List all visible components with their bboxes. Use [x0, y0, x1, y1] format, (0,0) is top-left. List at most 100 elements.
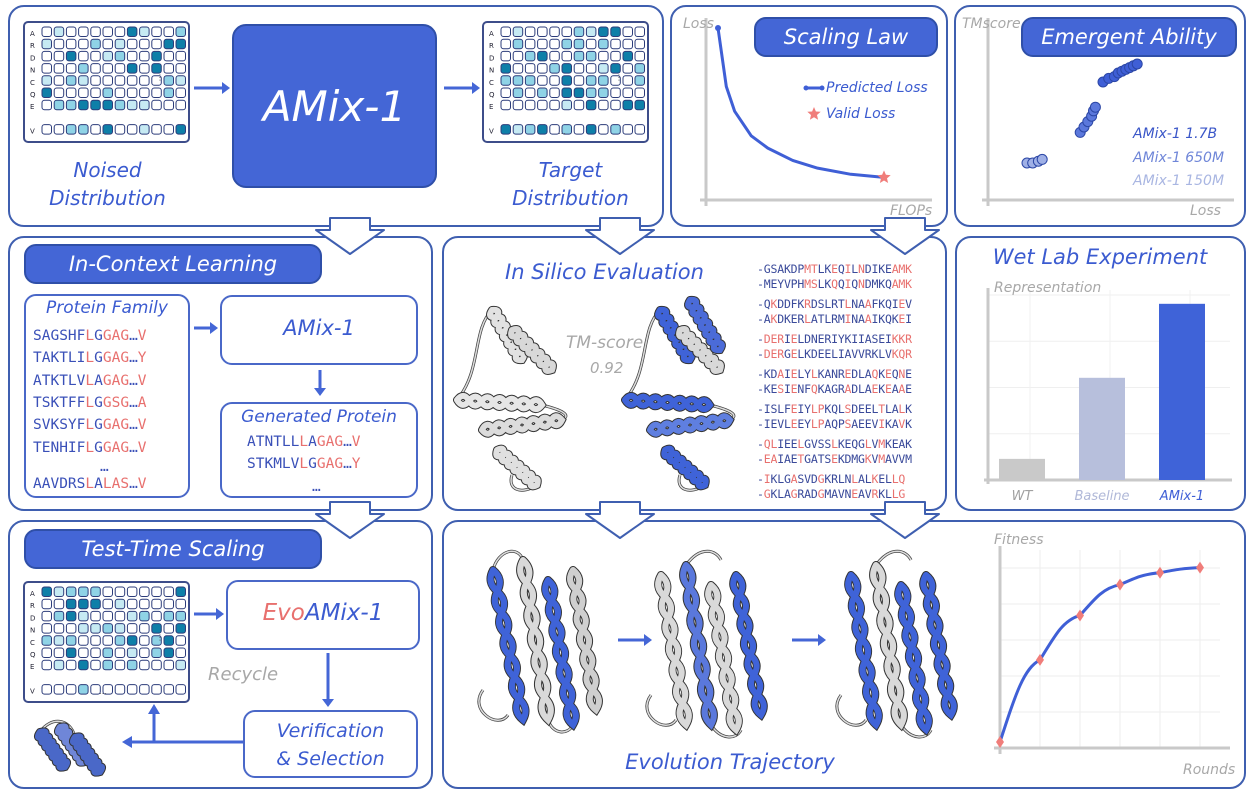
msa-grid-tts: ARDNCQEV⋮… — [23, 581, 190, 703]
msa-cell — [90, 586, 101, 597]
msa-cell — [524, 38, 536, 50]
msa-cell — [78, 50, 89, 62]
alignment-line: -QLIEELGVSSLKEQGLVMKEAK — [757, 437, 912, 451]
msa-cell — [549, 38, 560, 50]
msa-cell — [78, 26, 89, 37]
msa-cell — [175, 610, 186, 622]
legend-star-swatch — [807, 107, 821, 120]
emergent-point — [1089, 101, 1101, 113]
verification-box[interactable]: Verification& Selection — [243, 710, 418, 778]
alignment-line: -QKDDFKRDSLRTLNAAFKQIEV — [757, 297, 912, 311]
protein-helix — [69, 733, 106, 776]
msa-cell — [573, 50, 585, 62]
amix-main-box[interactable]: AMix-1 — [232, 24, 437, 188]
msa-cell — [53, 598, 65, 610]
msa-cell — [114, 623, 126, 634]
arrow-amix-to-generated — [314, 370, 326, 396]
wetlab-tick-label: Baseline — [1074, 489, 1129, 504]
msa-cell — [102, 684, 113, 695]
msa-dots: ⋮ — [615, 73, 623, 82]
msa-cell — [598, 38, 609, 50]
protein-helix — [487, 567, 529, 725]
msa-cell — [90, 684, 101, 695]
msa-cell — [500, 75, 511, 86]
msa-cell — [41, 659, 52, 671]
msa-cell — [561, 50, 572, 62]
msa-cell — [41, 623, 52, 634]
msa-cell — [634, 38, 645, 50]
wetlab-ylabel: Representation — [994, 280, 1102, 296]
msa-cell — [90, 87, 101, 98]
msa-cell — [622, 63, 633, 74]
msa-cell — [175, 586, 186, 597]
protein-helix — [34, 728, 71, 771]
family-seq-last: AAVDRSLALAS…V — [33, 476, 147, 492]
msa-cell — [598, 99, 609, 111]
msa-cell — [175, 124, 186, 135]
down-arrow — [585, 217, 655, 255]
msa-cell — [126, 598, 138, 610]
msa-cell — [512, 87, 524, 98]
msa-cell — [126, 87, 138, 98]
msa-cell — [549, 75, 560, 86]
arrow-evo-1 — [618, 634, 652, 646]
msa-cell — [114, 647, 126, 658]
msa-cell — [163, 647, 174, 658]
msa-cell — [163, 586, 174, 597]
fitness-line — [998, 566, 1201, 743]
msa-cell — [512, 124, 524, 135]
msa-cell — [114, 38, 126, 50]
msa-cell — [78, 623, 89, 634]
msa-cell — [622, 75, 633, 86]
msa-cell — [114, 26, 126, 37]
protein-helix — [661, 445, 709, 490]
msa-row-label: C — [30, 79, 35, 87]
family-dots: … — [100, 459, 109, 475]
evo-structure-3 — [835, 549, 958, 739]
family-seq: TAKTLILGGAG…Y — [33, 350, 147, 367]
fitness-chart — [994, 546, 1230, 754]
msa-cell — [561, 63, 572, 74]
protein-helix — [920, 572, 957, 720]
msa-cell — [114, 684, 126, 695]
msa-cell — [65, 598, 77, 610]
fitness-xlabel: Rounds — [1183, 762, 1236, 778]
arrow-msa-to-evoamix — [194, 608, 224, 620]
msa-cell — [102, 623, 113, 634]
alignment-line: -EAIAETGATSEKDMGKVMAVVM — [757, 452, 912, 466]
msa-cell — [53, 684, 65, 695]
legend-line-dot — [803, 85, 809, 91]
msa-cell — [573, 63, 585, 74]
msa-cell — [598, 75, 609, 86]
msa-cell — [65, 610, 77, 622]
evoamix-box[interactable]: EvoAMix-1 — [226, 580, 420, 650]
icl-amix-box[interactable]: AMix-1 — [220, 295, 418, 365]
alignment-line: -AKDKERLATLRMINAAIKQKEI — [757, 312, 912, 326]
family-seq: SAGSHFLGGAG…V — [33, 328, 147, 344]
msa-row-label: E — [30, 103, 34, 111]
scaling-legend-line: Predicted Loss — [826, 80, 928, 96]
msa-row-label: N — [489, 67, 494, 75]
msa-cell — [573, 38, 585, 50]
msa-cell — [524, 99, 536, 111]
msa-cell — [175, 38, 186, 50]
msa-cell — [114, 87, 126, 98]
protein-helix — [730, 572, 767, 720]
msa-cell — [41, 610, 52, 622]
protein-loop-outline — [623, 308, 662, 401]
protein-loop-outline — [477, 689, 510, 722]
msa-cell — [78, 124, 89, 135]
protein-helix — [676, 326, 724, 374]
msa-cell — [175, 99, 186, 111]
msa-cell — [41, 99, 52, 111]
msa-cell — [65, 623, 77, 634]
protein-family-label: Protein Family — [46, 298, 168, 318]
msa-dots: ⋮ — [156, 633, 164, 642]
msa-cell — [175, 50, 186, 62]
msa-cell — [53, 635, 65, 646]
msa-cell — [102, 635, 113, 646]
msa-cell — [114, 99, 126, 111]
msa-row-label: D — [30, 54, 35, 62]
msa-cell — [537, 38, 548, 50]
msa-cell — [41, 635, 52, 646]
